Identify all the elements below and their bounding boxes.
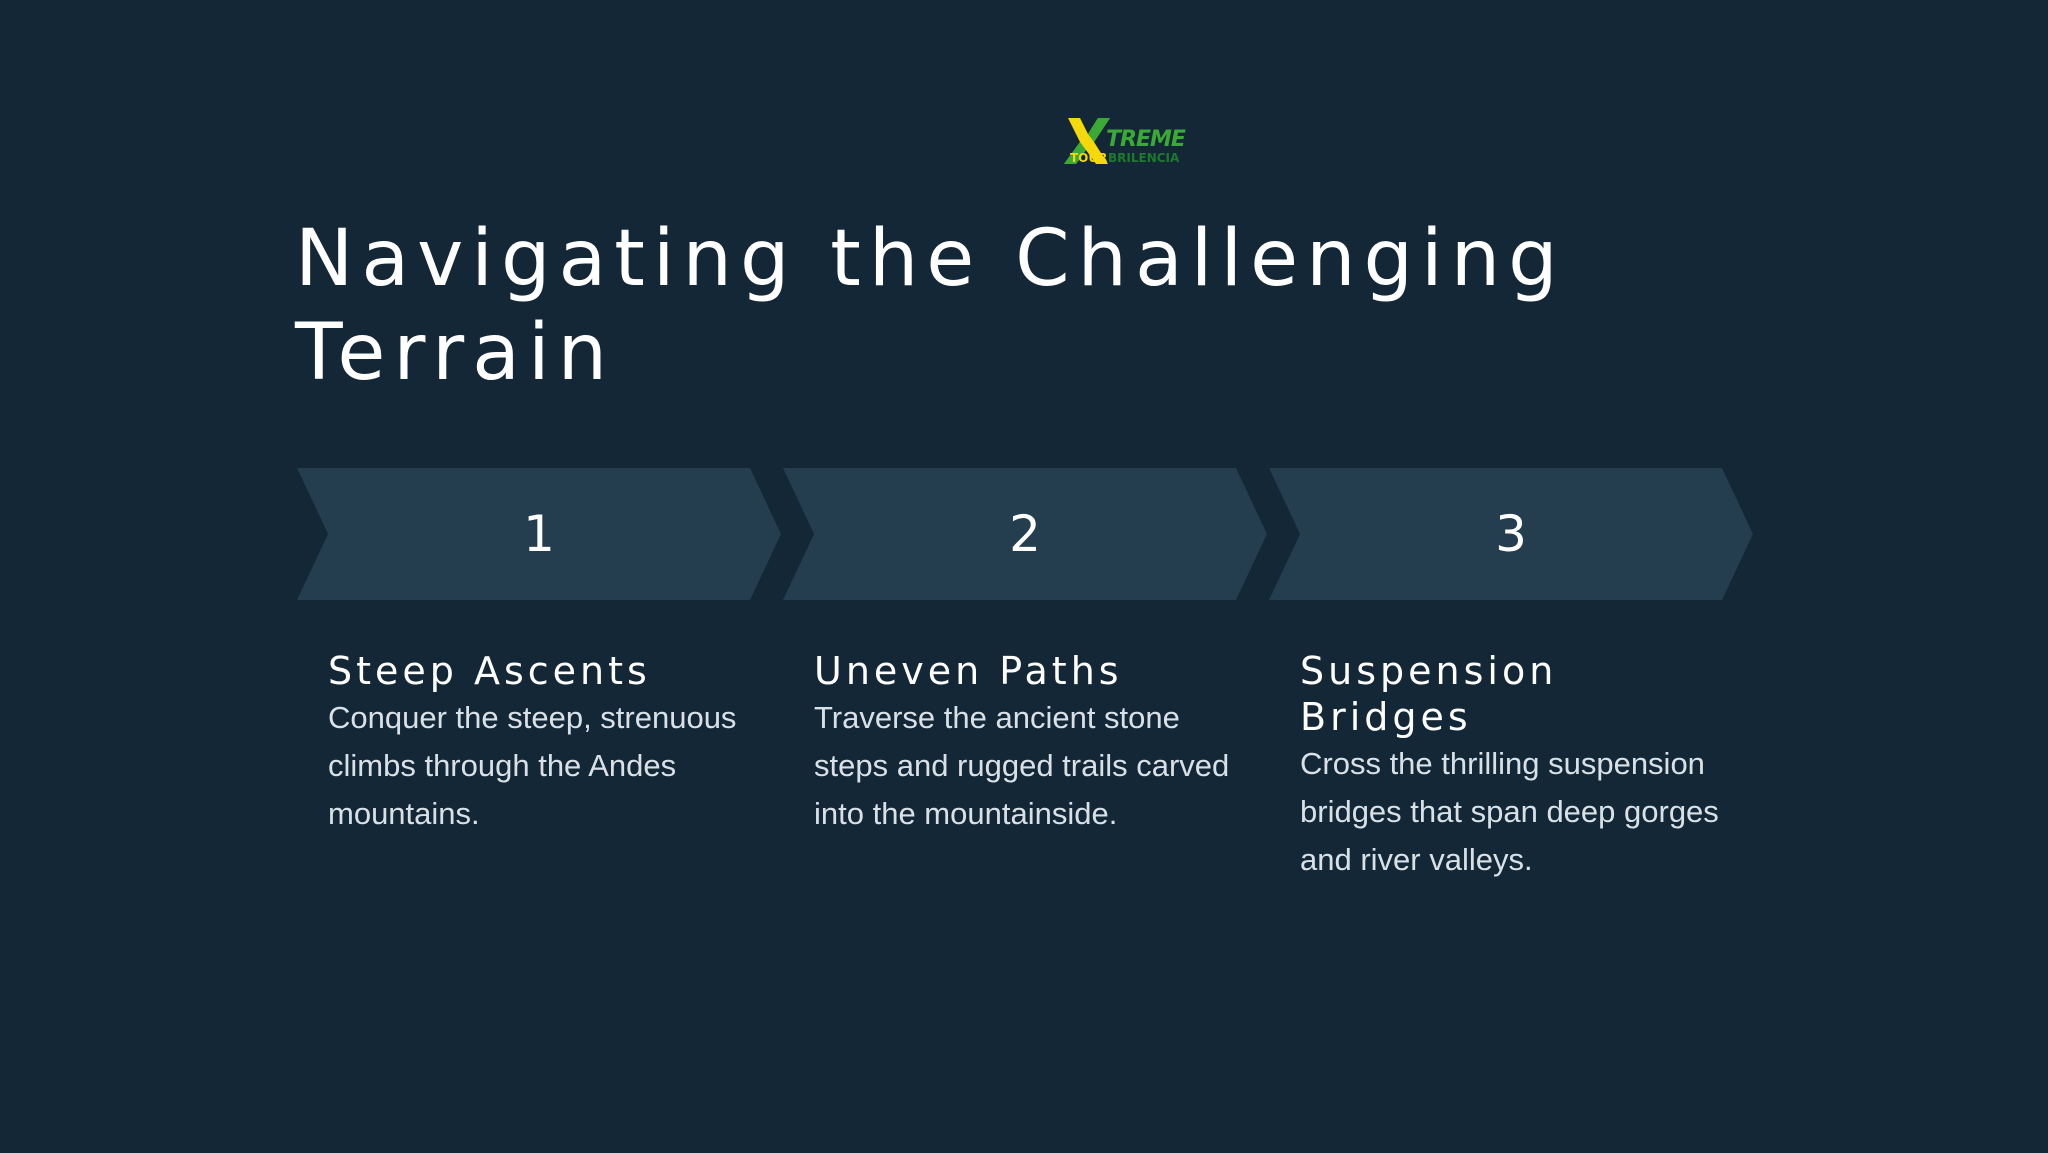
- step-description-1: Conquer the steep, strenuous climbs thro…: [328, 700, 737, 831]
- xtreme-tour-logo: TREME TOUR BRILENCIA: [1050, 112, 1200, 172]
- step-card-1: Steep Ascents Conquer the steep, strenuo…: [328, 648, 768, 838]
- step-description-3: Cross the thrilling suspension bridges t…: [1300, 746, 1719, 877]
- step-arrow-1: 1: [297, 468, 781, 600]
- svg-text:TOUR: TOUR: [1070, 151, 1107, 165]
- slide-title: Navigating the Challenging Terrain: [295, 214, 1566, 398]
- svg-text:BRILENCIA: BRILENCIA: [1108, 151, 1180, 165]
- step-arrow-2: 2: [783, 468, 1267, 600]
- step-arrow-3: 3: [1269, 468, 1753, 600]
- step-card-3: Suspension Bridges Cross the thrilling s…: [1300, 648, 1730, 884]
- step-number-3: 3: [1495, 505, 1527, 563]
- step-number-2: 2: [1009, 505, 1041, 563]
- step-heading-2: Uneven Paths: [814, 649, 1123, 693]
- step-description-2: Traverse the ancient stone steps and rug…: [814, 700, 1230, 831]
- step-heading-1: Steep Ascents: [328, 649, 651, 693]
- step-card-2: Uneven Paths Traverse the ancient stone …: [814, 648, 1254, 838]
- step-heading-3: Suspension Bridges: [1300, 649, 1558, 739]
- step-number-1: 1: [523, 505, 555, 563]
- step-arrows: 1 2 3: [297, 468, 1757, 600]
- svg-text:TREME: TREME: [1106, 127, 1186, 152]
